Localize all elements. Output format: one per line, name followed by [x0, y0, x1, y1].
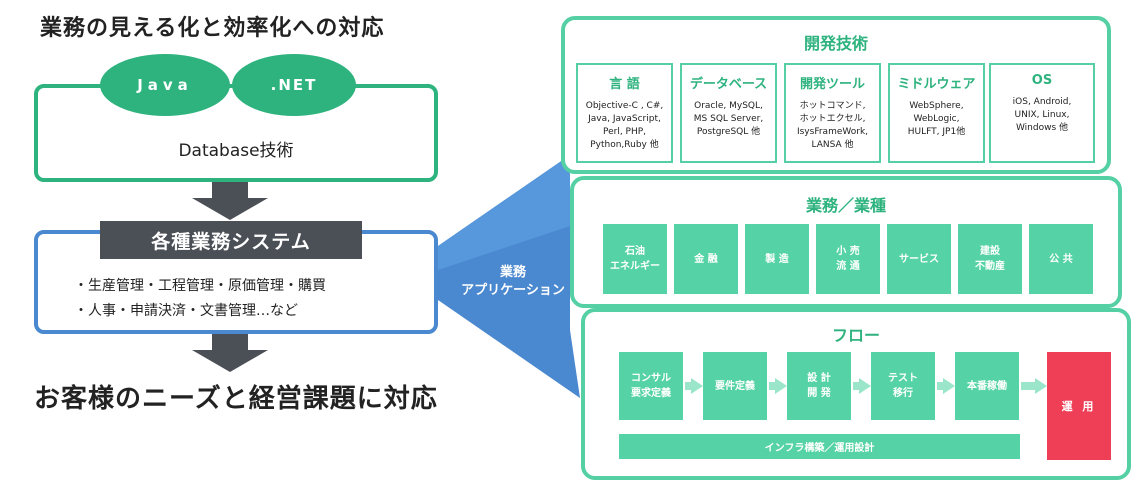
- flow-step-label: コンサル: [631, 373, 671, 384]
- tech-item: iOS, Android,: [1012, 97, 1072, 107]
- tech-item: ホットコマンド,: [799, 101, 866, 111]
- business-item: 金 融: [674, 224, 738, 294]
- dev-tech-title: 開発技術: [803, 34, 868, 53]
- flow-step: テスト移行: [871, 352, 935, 420]
- down-arrow-icon: [192, 182, 268, 220]
- system-list-line: ・人事・申請決済・文書管理…など: [74, 303, 298, 319]
- system-list-line: ・生産管理・工程管理・原価管理・購買: [74, 278, 326, 294]
- business-item-label: 流 通: [836, 261, 860, 272]
- flow-step-label: 移行: [893, 388, 913, 399]
- flow-arrow-icon: [1035, 378, 1047, 394]
- flow-step-label: 開 発: [807, 388, 831, 399]
- tech-item: Oracle, MySQL,: [694, 101, 763, 111]
- tech-card: 言 語 Objective-C , C#, Java, JavaScript, Per…: [576, 63, 673, 163]
- business-item-label: 建設: [980, 246, 1000, 257]
- business-item-label: サービス: [899, 253, 939, 265]
- flow-arrow-icon: [859, 378, 871, 394]
- tech-item: LANSA 他: [811, 140, 854, 150]
- flow-arrow-icon: [937, 382, 943, 390]
- tech-item: MS SQL Server,: [693, 114, 764, 124]
- business-item-label: 小 売: [836, 246, 860, 257]
- flow-step: コンサル要求定義: [619, 352, 683, 420]
- flow-step-label: 設 計: [807, 373, 831, 384]
- flow-step-label: テスト: [888, 373, 918, 384]
- tech-card-title: データベース: [689, 77, 768, 92]
- tech-item: Perl, PHP,: [602, 127, 647, 137]
- tech-card-title: ミドルウェア: [897, 77, 976, 92]
- tech-item: Python,Ruby 他: [590, 140, 659, 150]
- business-item: 製 造: [745, 224, 809, 294]
- tech-item: UNIX, Linux,: [1014, 110, 1070, 120]
- business-item-label: 石油: [625, 246, 645, 257]
- flow-arrow-icon: [691, 378, 703, 394]
- business-item-label: 製 造: [765, 253, 789, 265]
- flow-arrow-icon: [685, 382, 691, 390]
- business-item-label: 金 融: [694, 253, 718, 265]
- tech-card-items: iOS, Android, UNIX, Linux, Windows 他: [991, 96, 1093, 135]
- tech-item: WebLogic,: [913, 114, 960, 124]
- business-item: サービス: [887, 224, 951, 294]
- flow-step: 本番稼働: [955, 352, 1019, 420]
- tech-item: WebSphere,: [909, 101, 964, 111]
- tech-item: IsysFrameWork,: [796, 127, 869, 137]
- tech-item: PostgreSQL 他: [696, 127, 761, 137]
- tech-card: 開発ツールホットコマンド, ホットエクセル, IsysFrameWork, LANSA…: [784, 63, 881, 163]
- down-arrow-icon: [192, 334, 268, 372]
- business-item-label: 公 共: [1049, 253, 1073, 265]
- tech-card-title: 言 語: [609, 77, 640, 92]
- tech-card: データベース Oracle, MySQL, MS SQL Server, Postgr…: [680, 63, 777, 163]
- tech-card: ミドルウェア WebSphere, WebLogic, HULFT, JP1他: [888, 63, 985, 163]
- tech-item: Java, JavaScript,: [588, 114, 661, 124]
- flow-step: 設 計開 発: [787, 352, 851, 420]
- business-item: 建設不動産: [958, 224, 1022, 294]
- business-title: 業務／業種: [805, 196, 886, 215]
- flow-step-label: 要求定義: [631, 388, 671, 399]
- flow-arrow-icon: [853, 382, 859, 390]
- tech-item: Windows 他: [1015, 123, 1069, 133]
- flow-step: 要件定義: [703, 352, 767, 420]
- tech-item: HULFT, JP1他: [907, 127, 966, 137]
- tech-card-title: 開発ツール: [799, 77, 865, 92]
- business-system-title: 各種業務システム: [100, 221, 362, 259]
- flow-arrow-icon: [1021, 382, 1035, 390]
- java-ellipse: Java: [100, 54, 230, 116]
- business-item-label: エネルギー: [610, 261, 660, 272]
- connector-wedge-shade: [438, 155, 570, 270]
- tech-card-items: WebSphere, WebLogic, HULFT, JP1他: [890, 100, 983, 139]
- top-heading: 業務の見える化と効率化への対応: [40, 16, 385, 41]
- flow-arrow-icon: [775, 378, 787, 394]
- business-item-label: 不動産: [975, 261, 1005, 272]
- flow-step-label: 本番稼働: [967, 380, 1007, 392]
- tech-card-items: Objective-C , C#, Java, JavaScript, Perl, …: [578, 100, 671, 152]
- application-label: 業務 アプリケーション: [461, 265, 565, 298]
- tech-card-title: OS: [1031, 73, 1053, 88]
- dotnet-ellipse: .NET: [232, 54, 356, 116]
- flow-step-label: 要件定義: [715, 380, 755, 392]
- business-item: 石油エネルギー: [603, 224, 667, 294]
- tech-card: OS iOS, Android, UNIX, Linux, Windows 他: [989, 63, 1095, 163]
- business-item: 小 売流 通: [816, 224, 880, 294]
- tech-card-items: Oracle, MySQL, MS SQL Server, PostgreSQL 他: [682, 100, 775, 139]
- operation-box: 運 用: [1047, 352, 1111, 460]
- database-label: Database技術: [178, 141, 294, 161]
- database-box: [34, 84, 438, 182]
- bottom-heading: お客様のニーズと経営課題に対応: [34, 384, 438, 414]
- business-item: 公 共: [1029, 224, 1093, 294]
- flow-arrow-icon: [769, 382, 775, 390]
- flow-title: フロー: [831, 326, 880, 345]
- tech-item: Objective-C , C#,: [585, 101, 664, 111]
- tech-item: ホットエクセル,: [799, 114, 866, 124]
- tech-card-items: ホットコマンド, ホットエクセル, IsysFrameWork, LANSA 他: [786, 100, 879, 152]
- infra-bar: インフラ構築／運用設計: [619, 434, 1020, 459]
- flow-arrow-icon: [943, 378, 955, 394]
